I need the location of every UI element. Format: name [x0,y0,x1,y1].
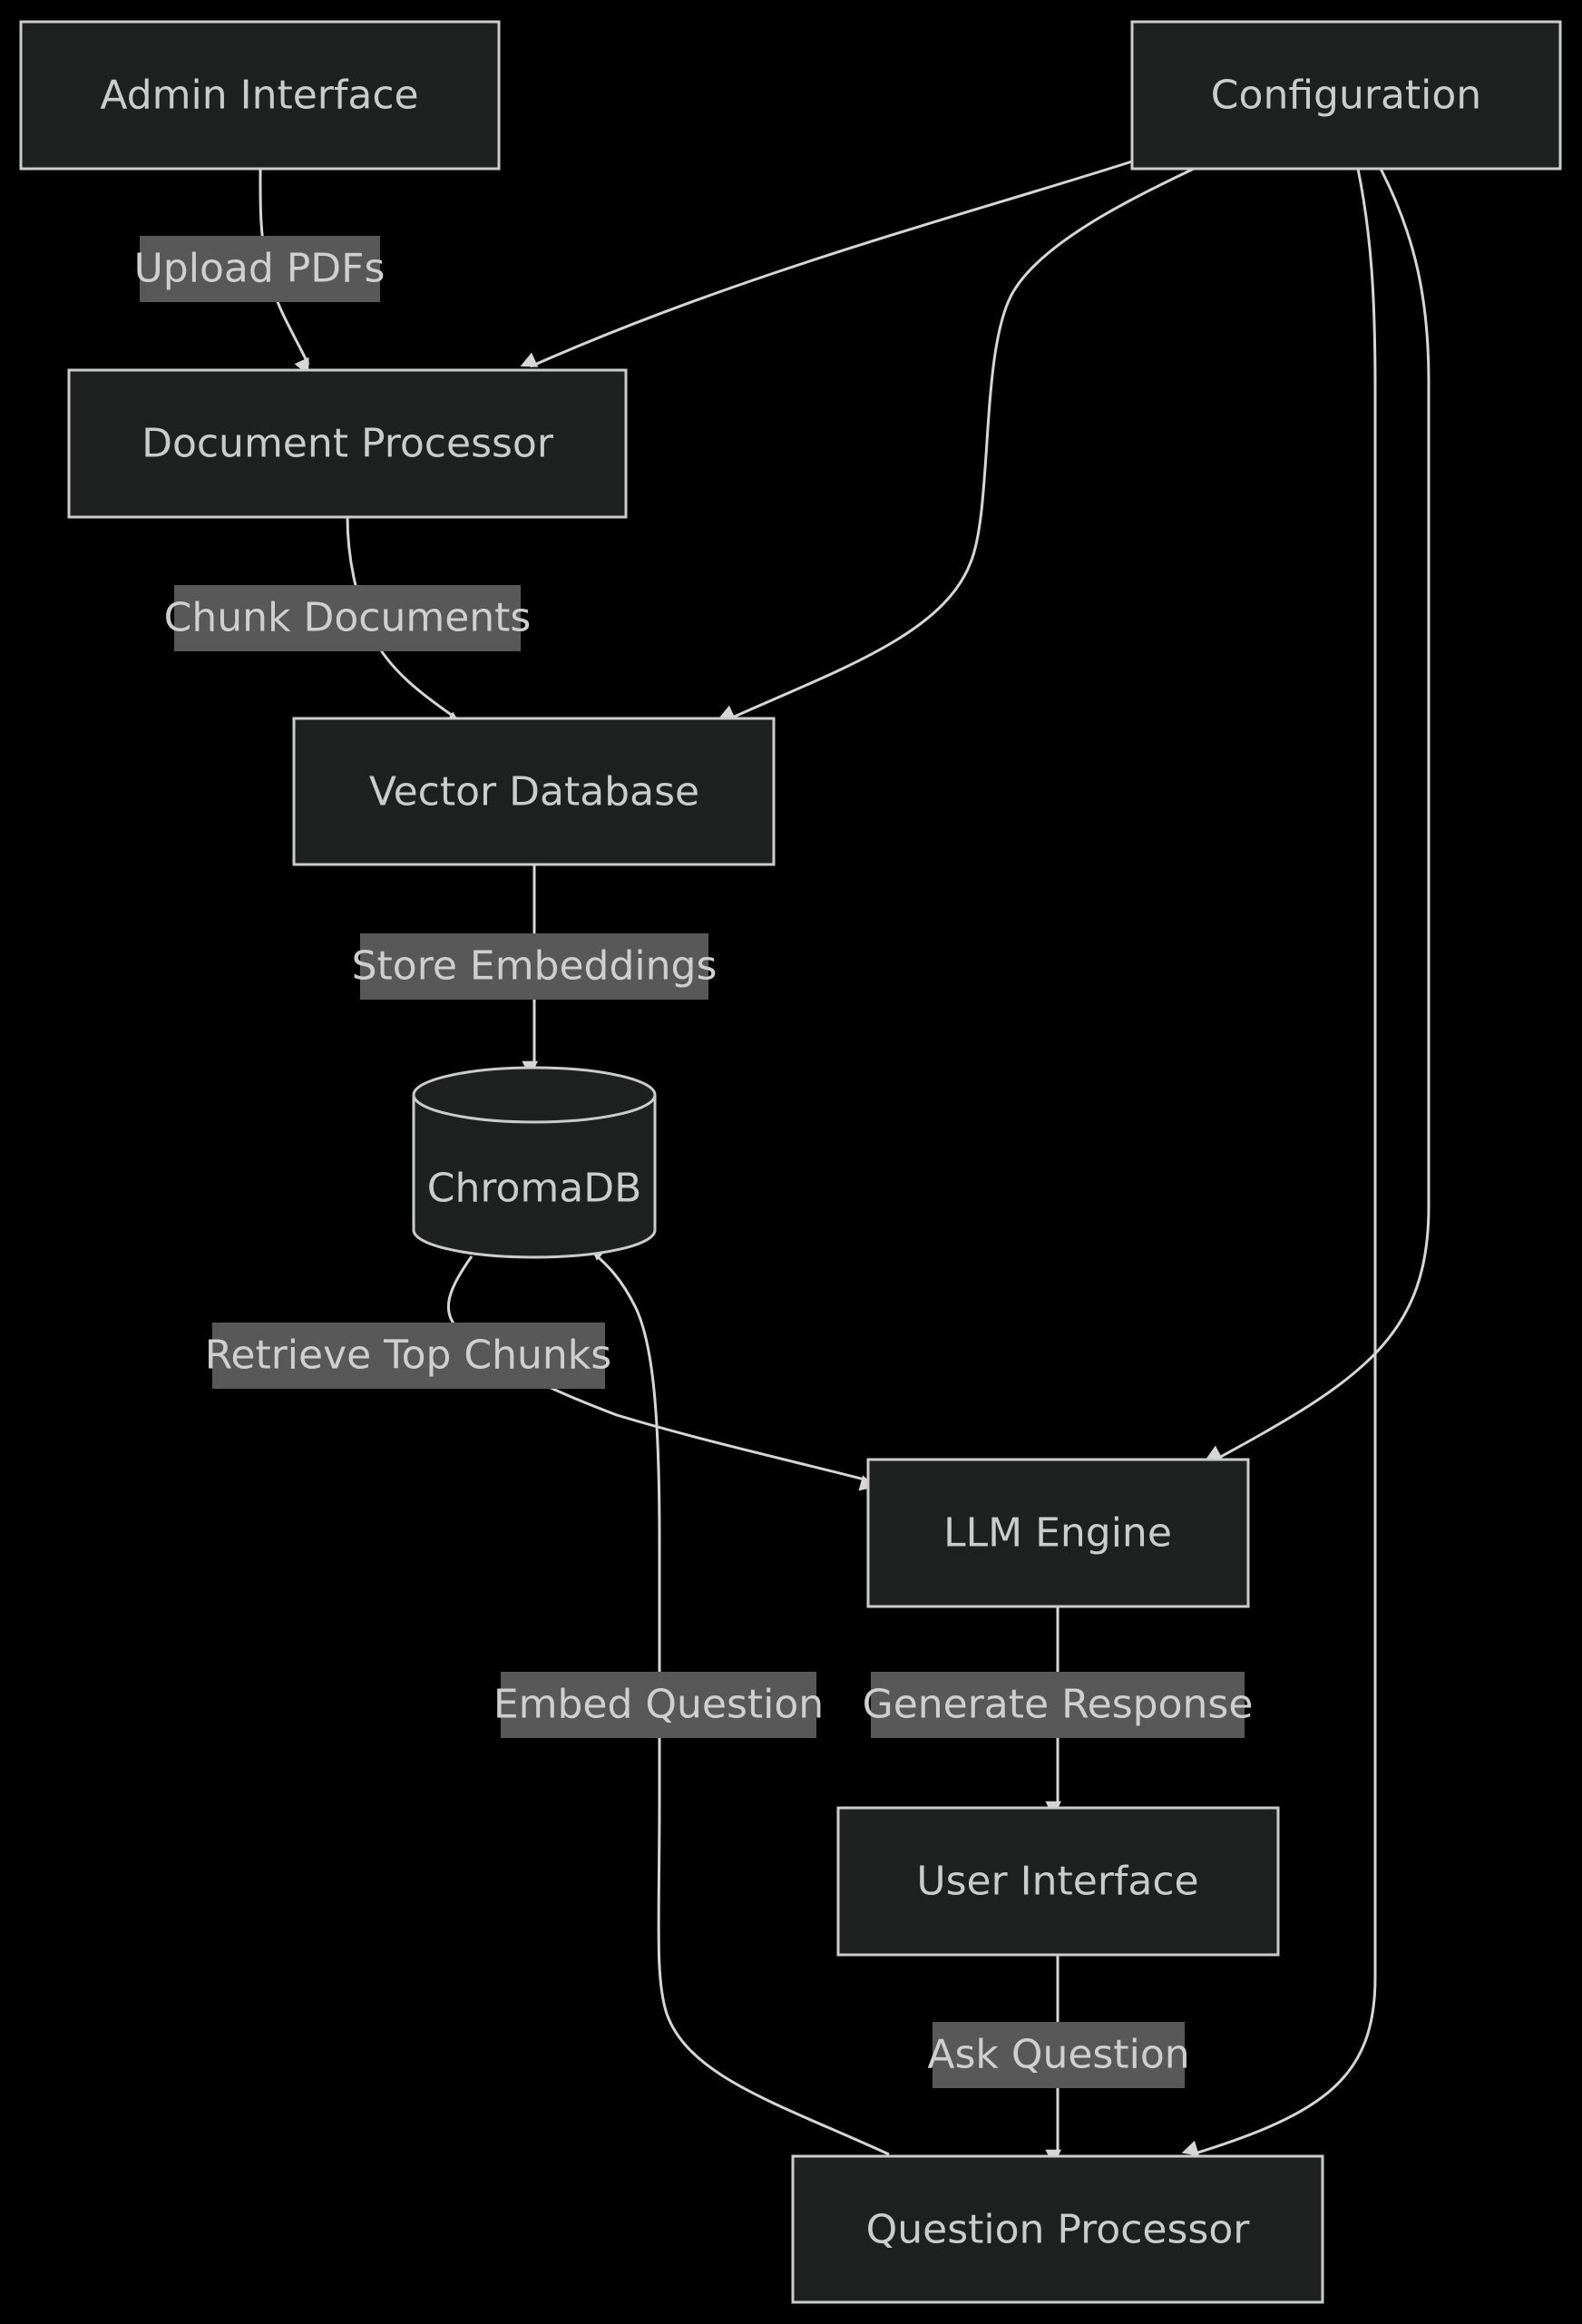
edge-chroma-to-llm [446,1255,876,1491]
edge-config-to-llm [1205,168,1431,1461]
svg-text:Upload PDFs: Upload PDFs [134,246,386,292]
edge-label-ask: Ask Question [927,2022,1190,2088]
node-chromadb: ChromaDB [412,1066,657,1259]
node-question-processor: Question Processor [791,2154,1324,2304]
svg-text:Retrieve Top Chunks: Retrieve Top Chunks [205,1333,611,1379]
svg-text:LLM Engine: LLM Engine [943,1510,1172,1557]
node-document-processor: Document Processor [67,368,628,519]
node-admin-interface: Admin Interface [19,20,501,171]
edge-label-embed: Embed Question [493,1672,824,1738]
node-llm-engine: LLM Engine [866,1458,1250,1608]
node-vector-database: Vector Database [292,717,776,866]
node-user-interface: User Interface [836,1806,1280,1957]
edge-label-upload: Upload PDFs [134,236,386,302]
svg-text:Admin Interface: Admin Interface [100,73,418,119]
node-configuration: Configuration [1130,20,1562,171]
edge-config-to-qproc [1181,168,1377,2156]
edge-config-to-docproc [520,160,1133,368]
svg-text:User Interface: User Interface [916,1859,1198,1905]
svg-text:Store Embeddings: Store Embeddings [352,943,718,990]
edge-config-to-vectordb [718,167,1195,721]
edge-qproc-to-chroma [590,1244,890,2156]
edge-label-store: Store Embeddings [352,933,718,1000]
edge-label-chunk: Chunk Documents [164,585,532,651]
svg-text:Document Processor: Document Processor [142,421,554,467]
svg-text:Ask Question: Ask Question [927,2032,1189,2078]
edge-label-retrieve: Retrieve Top Chunks [205,1323,611,1389]
svg-text:Generate Response: Generate Response [863,1682,1254,1728]
svg-text:Chunk Documents: Chunk Documents [164,595,532,641]
svg-text:Question Processor: Question Processor [866,2207,1251,2253]
svg-text:Vector Database: Vector Database [369,769,699,815]
svg-text:ChromaDB: ChromaDB [427,1166,642,1212]
edge-label-generate: Generate Response [863,1672,1254,1738]
svg-text:Embed Question: Embed Question [493,1682,824,1728]
svg-text:Configuration: Configuration [1211,73,1481,119]
